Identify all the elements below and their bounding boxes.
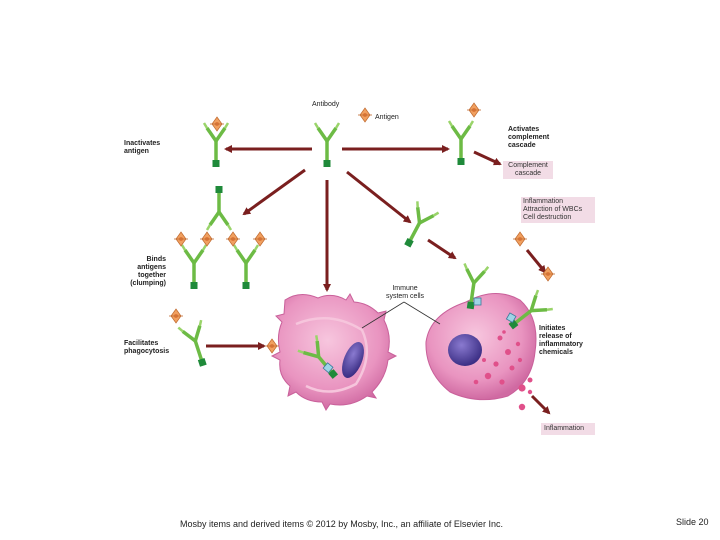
granules	[473, 330, 533, 411]
macrophage-cell	[270, 293, 398, 411]
arrow-antigen-down	[525, 249, 547, 274]
facilitates-label: Facilitates phagocytosis	[124, 340, 170, 355]
arrow-to-right-antibody	[346, 170, 412, 224]
activates-label: Activates complement cascade	[508, 126, 550, 149]
inactivates-label: Inactivates antigen	[124, 140, 161, 155]
antigen-clump-3	[225, 231, 241, 247]
antigen-clump-4	[252, 231, 268, 247]
footer-credit: Mosby items and derived items © 2012 by …	[180, 519, 503, 529]
effects-box: Inflammation Attraction of WBCs Cell des…	[521, 197, 595, 223]
arrows	[206, 145, 551, 415]
antigen-phagocytosis-left	[168, 308, 184, 324]
antibody-clump-left	[180, 243, 208, 291]
slide-number: Slide 20	[676, 517, 709, 527]
antigen-legend-icon	[357, 107, 373, 123]
antigen-inactivates	[209, 116, 225, 132]
antigen-clump-1	[173, 231, 189, 247]
arrow-to-inflammation	[530, 394, 551, 415]
macrophage-nucleus	[342, 342, 364, 378]
immune-cells-label: Immune system cells	[385, 285, 425, 300]
antibody-clump-top	[205, 184, 233, 232]
inflammation-box: Inflammation	[541, 423, 595, 435]
leukocyte-cell	[425, 293, 537, 411]
leukocyte-nucleus	[448, 334, 482, 366]
antibody-center	[313, 121, 341, 169]
antibody-clump-right	[232, 243, 260, 291]
binds-label: Binds antigens together (clumping)	[130, 256, 166, 287]
antigen-phagocytosis-arrow	[264, 338, 280, 354]
antigen-right-top	[512, 231, 528, 247]
immune-leader-lines	[361, 301, 441, 329]
receptors	[322, 297, 517, 374]
arrow-to-complement	[473, 150, 502, 166]
antigen-activates	[466, 102, 482, 118]
complement-cascade-box: Complement cascade	[503, 161, 553, 179]
antigen-clump-2	[199, 231, 215, 247]
arrow-to-binds	[242, 168, 306, 216]
antigen-legend-label: Antigen	[375, 114, 399, 121]
antibody-legend-label: Antibody	[312, 101, 340, 108]
arrow-to-cell	[427, 238, 457, 260]
initiates-label: Initiates release of inflammatory chemic…	[539, 325, 583, 356]
antibody-activates	[447, 119, 475, 167]
